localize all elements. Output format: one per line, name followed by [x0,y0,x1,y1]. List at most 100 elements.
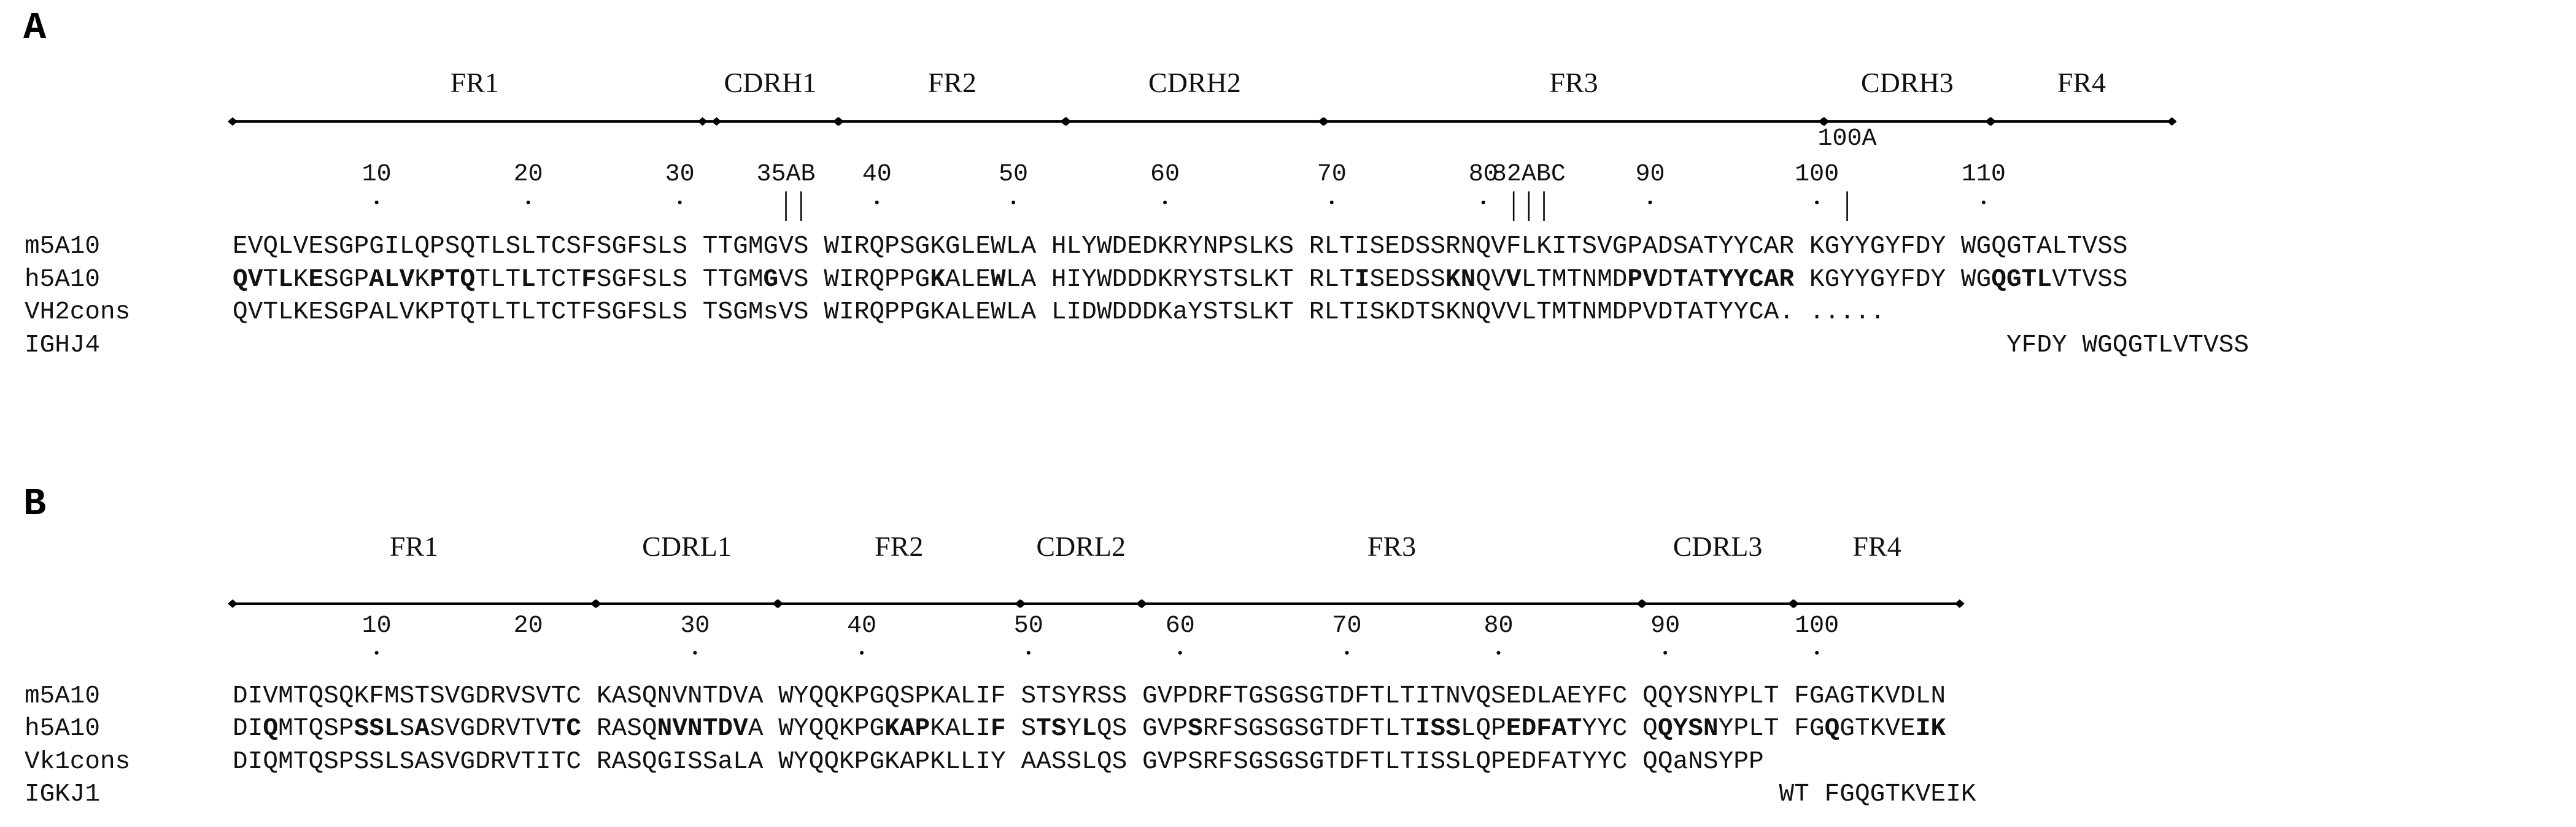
position-dot [374,201,379,204]
position-number: 100A [1818,125,1877,153]
region-fr2: FR2 [834,67,1070,126]
region-label: FR3 [1367,531,1416,562]
bracket-end-marker [228,117,238,126]
bracket-end-marker [834,117,844,126]
sequence-name: h5A10 [25,715,100,743]
bracket-end-marker [697,117,708,126]
bracket-end-marker [228,599,238,608]
region-fr4: FR4 [1789,531,1965,608]
position-dot [374,651,379,655]
position-dot [875,201,879,204]
position-number: 110 [1962,161,2006,188]
sequence-text: DIQMTQSPSSLSASVGDRVTVTC RASQNVNTDVA WYQQ… [233,715,1946,743]
region-label: CDRH3 [1861,67,1954,98]
region-cdrh2: CDRH2 [1061,67,1328,126]
region-cdrh3: CDRH3 [1819,67,1995,126]
panel-letter: A [23,6,47,50]
position-number: 80 [1469,161,1498,188]
position-number: 70 [1332,612,1361,640]
sequence-name: IGKJ1 [25,780,100,809]
region-label: CDRH2 [1148,67,1241,98]
sequence-name: VH2cons [25,298,130,326]
position-dot [526,201,530,204]
position-dot [1481,201,1485,204]
region-label: FR2 [928,67,977,98]
position-number: 20 [514,612,543,640]
position-number: 10 [362,612,392,640]
bracket-end-marker [1789,599,1800,608]
sequence-row-m5a10: m5A10 DIVMTQSQKFMSTSVGDRVSVTC KASQNVNTDVA… [25,682,1946,710]
region-fr4: FR4 [1986,67,2177,126]
position-number: 100 [1795,161,1839,188]
bracket-end-marker [1638,599,1648,608]
sequence-row-igkj1: IGKJ1 WT FGQGTKVEIK [25,780,1976,809]
sequence-text: QVTLKESGPALVKPTQTLTLTCTFSGFSLS TTGMGVS W… [233,266,2128,294]
position-dot [1981,201,1986,204]
position-number: 60 [1150,161,1180,188]
position-dot [1178,651,1182,655]
position-dot [1815,201,1819,204]
region-fr3: FR3 [1137,531,1647,608]
region-label: FR4 [2057,67,2106,98]
panel-letter: B [23,482,46,526]
position-dot [1663,651,1668,655]
bracket-end-marker [1986,117,1997,126]
region-fr3: FR3 [1319,67,1828,126]
bracket-end-marker [2167,117,2177,126]
position-number: 90 [1650,612,1680,640]
position-number: 40 [847,612,876,640]
position-number: 100 [1795,612,1839,640]
bracket-end-marker [591,599,601,608]
position-dot [1345,651,1349,655]
region-cdrl3: CDRL3 [1638,531,1798,608]
position-number: 40 [862,161,892,188]
position-number: 50 [1014,612,1043,640]
region-cdrh1: CDRH1 [697,67,843,126]
sequence-row-h5a10: h5A10 DIQMTQSPSSLSASVGDRVTVTC RASQNVNTDVA… [25,715,1946,743]
sequence-name: m5A10 [25,682,100,710]
sequence-text: QVTLKESGPALVKPTQTLTLTCTFSGFSLS TSGMsVS W… [233,298,1885,326]
sequence-text: YFDY WGQGTLVTVSS [233,331,2249,360]
position-number: 70 [1317,161,1347,188]
position-number: 30 [680,612,710,640]
bracket-end-marker [1061,117,1072,126]
region-label: FR2 [875,531,923,562]
position-number: 60 [1166,612,1195,640]
bracket-end-marker [773,599,784,608]
sequence-text: DIVMTQSQKFMSTSVGDRVSVTC KASQNVNTDVA WYQQ… [233,682,1946,710]
sequence-row-h5a10: h5A10 QVTLKESGPALVKPTQTLTLTCTFSGFSLS TTGM… [25,266,2128,294]
sequence-row-vk1cons: Vk1cons DIQMTQSPSSLSASVGDRVTITC RASQGISSa… [25,748,1764,776]
position-dot [1011,201,1016,204]
sequence-name: Vk1cons [25,748,130,776]
position-number: 35AB [757,161,816,188]
position-number: 82ABC [1492,161,1566,188]
region-label: CDRH1 [724,67,816,98]
position-dot [1648,201,1652,204]
bracket-end-marker [1016,599,1026,608]
bracket-end-marker [1954,599,1965,608]
sequence-text: DIQMTQSPSSLSASVGDRVTITC RASQGISSaLA WYQQ… [233,748,1764,776]
bracket-end-marker [1319,117,1329,126]
region-label: FR4 [1852,531,1901,562]
sequence-name: h5A10 [25,266,100,294]
position-dot [1815,651,1819,655]
region-label: FR3 [1549,67,1598,98]
region-label: FR1 [390,531,438,562]
position-dot [1496,651,1501,655]
position-number: 20 [514,161,543,188]
region-fr1: FR1 [228,531,600,608]
region-fr2: FR2 [773,531,1025,608]
sequence-name: m5A10 [25,233,100,261]
position-dot [1163,201,1167,204]
sequence-row-ighj4: IGHJ4 YFDY WGQGTLVTVSS [25,331,2249,360]
position-dot [1026,651,1031,655]
sequence-text: WT FGQGTKVEIK [233,780,1976,809]
position-dot [860,651,864,655]
region-label: CDRL2 [1036,531,1126,562]
bracket-end-marker [1819,117,1830,126]
region-label: CDRL3 [1673,531,1763,562]
position-number: 80 [1483,612,1513,640]
position-number: 50 [999,161,1028,188]
